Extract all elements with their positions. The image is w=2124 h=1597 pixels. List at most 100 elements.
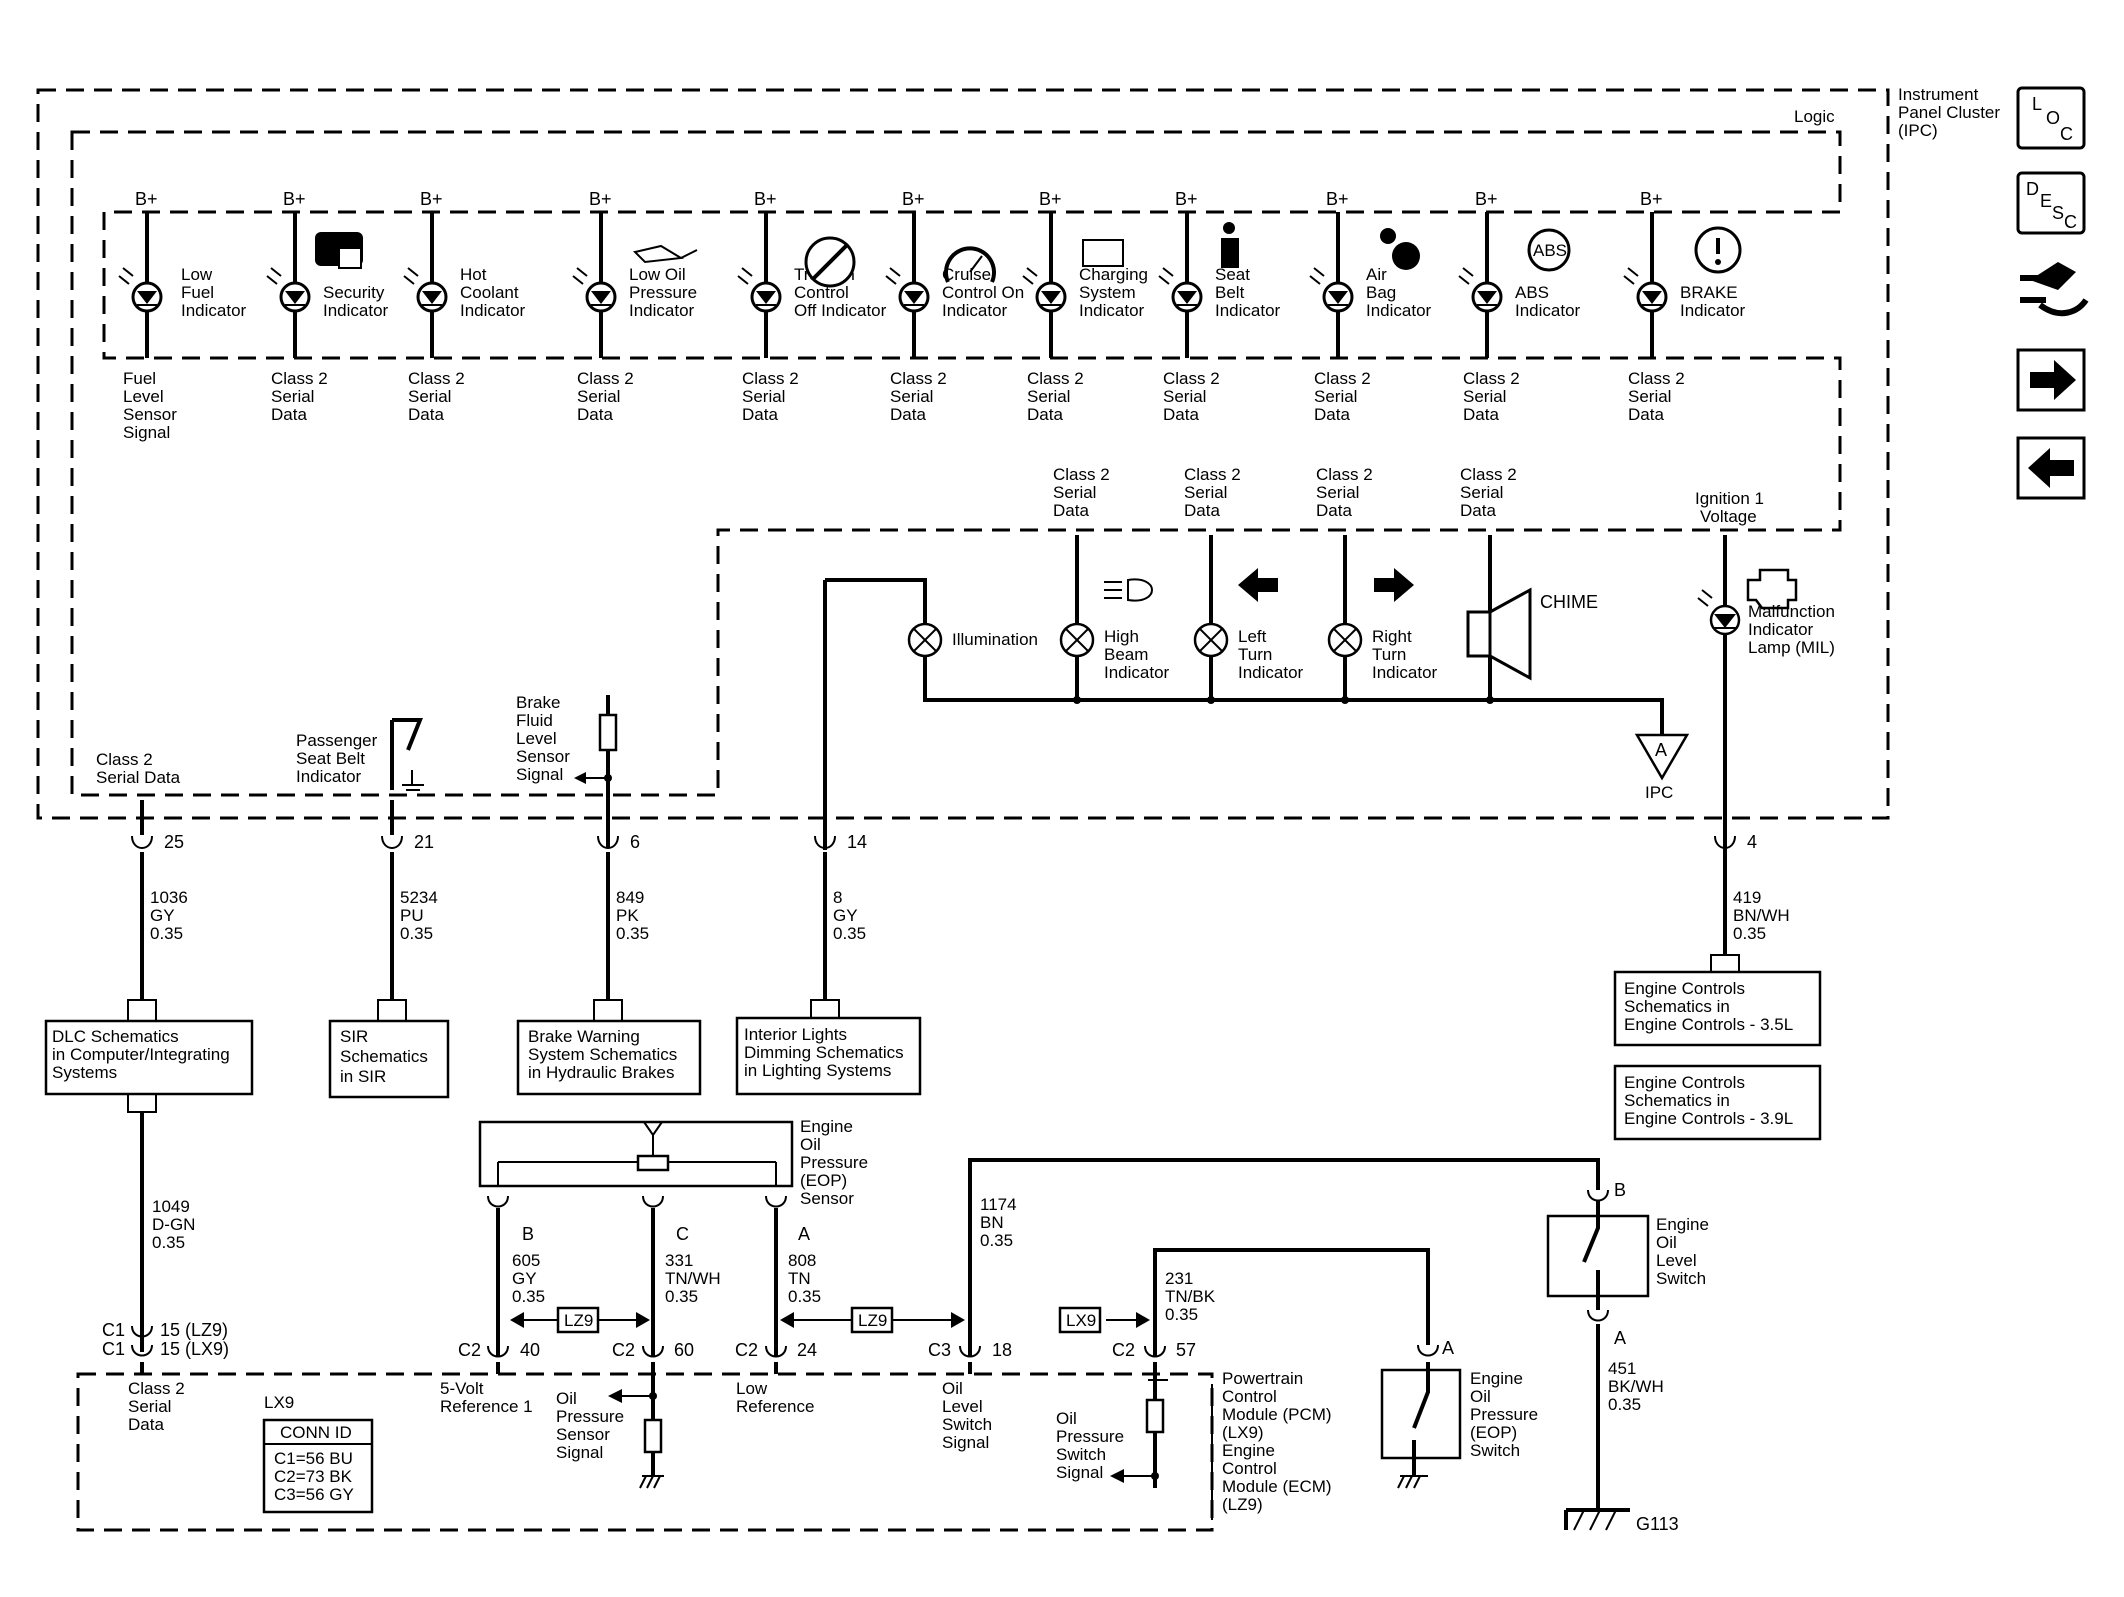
indicator-label: Indicator [181,301,247,320]
bplus-label: B+ [1326,189,1349,209]
indicator-label: Off Indicator [794,301,887,320]
desc-letter-e: E [2040,191,2052,211]
desc-letter-c: C [2064,212,2077,232]
pcm-boundary [76,1372,1214,1532]
lz9-badge-1: LZ9 [564,1311,593,1330]
interior-ref-box[interactable]: Interior Lights Dimming Schematics in Li… [735,1016,922,1096]
mil-label-2: Indicator [1748,620,1814,639]
engine-35-ref-line-1: Engine Controls [1624,979,1745,998]
level-switch-label-1: Engine [1656,1215,1709,1234]
bplus-label: B+ [1175,189,1198,209]
right-arrow-icon [2030,360,2076,400]
module-name-line: (LX9) [1222,1423,1264,1442]
level-switch-label-2: Oil [1656,1233,1677,1252]
dlc-ref-line-3: Systems [52,1063,117,1082]
module-name-line: Control [1222,1459,1277,1478]
loc-button[interactable]: L O C [2016,86,2086,150]
back-arrow-button[interactable] [2016,436,2086,500]
oil-switch-signal-4: Signal [1056,1463,1103,1482]
module-name-line: Powertrain [1222,1369,1303,1388]
forward-arrow-button[interactable] [2016,348,2086,412]
high-beam-label-2: Beam [1104,645,1148,664]
c2-label-57: C2 [1112,1340,1135,1360]
indicator-label: Indicator [942,301,1008,320]
indicator-signal: Serial [408,387,451,406]
lz9-badge-2: LZ9 [858,1311,887,1330]
indicator-label: System [1079,283,1136,302]
bplus-label: B+ [283,189,306,209]
left-turn-lamp [1193,622,1229,658]
brake-ref-line-3: in Hydraulic Brakes [528,1063,674,1082]
pin-25: 25 [164,832,184,852]
oil-sensor-signal-3: Sensor [556,1425,610,1444]
wire-1174-line-3: 0.35 [980,1231,1013,1250]
wire-808-line-2: TN [788,1269,811,1288]
indicator-signal: Class 2 [1027,369,1084,388]
lamp-class2-label-2: Serial [1316,483,1359,502]
sensor-pin-a: A [798,1224,810,1244]
module-name-line: Module (PCM) [1222,1405,1332,1424]
engine-39-ref-line-2: Schematics in [1624,1091,1730,1110]
high-beam-label-3: Indicator [1104,663,1170,682]
engine-35-ref-line-3: Engine Controls - 3.5L [1624,1015,1793,1034]
indicator-signal: Data [271,405,307,424]
eop-sensor-outline [478,1120,794,1188]
indicator-label: Hot [460,265,487,284]
high-beam-label-1: High [1104,627,1139,646]
interior-ref-line-1: Interior Lights [744,1025,847,1044]
lamp-class2-label-3: Serial [1460,483,1503,502]
bplus-label: B+ [1640,189,1663,209]
brake-fluid-label-3: Level [516,729,557,748]
lamp-class2-label-0: Data [1053,501,1089,520]
wire-451-line-1: 451 [1608,1359,1636,1378]
desc-button[interactable]: D E S C [2016,171,2086,235]
oil-level-signal-1: Oil [942,1379,963,1398]
seat-belt-icon [1221,222,1239,268]
wire-808-line-3: 0.35 [788,1287,821,1306]
wire-6-line: 0.35 [616,924,649,943]
ipc-boundary [36,88,1890,820]
abs-badge-text: ABS [1533,241,1567,260]
lamp-class2-label-2: Class 2 [1316,465,1373,484]
dlc-ref-line-2: in Computer/Integrating [52,1045,230,1064]
pin-60: 60 [674,1340,694,1360]
brake-ref-box[interactable]: Brake Warning System Schematics in Hydra… [516,1019,702,1096]
class2-serial-label-1: Class 2 [96,750,153,769]
indicator-row: B+LowFuelIndicatorFuelLevelSensorSignalB… [118,189,1746,442]
c2-label-24: C2 [735,1340,758,1360]
level-switch-label-3: Level [1656,1251,1697,1270]
engine-39-ref-box[interactable]: Engine Controls Schematics in Engine Con… [1613,1064,1822,1141]
wire-25-line: 0.35 [150,924,183,943]
dlc-ref-box[interactable]: DLC Schematics in Computer/Integrating S… [44,1019,254,1096]
high-beam-lamp [1059,622,1095,658]
battery-icon [1082,239,1124,267]
right-turn-arrow-icon [1374,568,1414,602]
indicator-signal: Data [1027,405,1063,424]
sir-ref-line-1: SIR [340,1027,368,1046]
engine-35-ref-box[interactable]: Engine Controls Schematics in Engine Con… [1613,970,1822,1047]
five-volt-2: Reference 1 [440,1397,533,1416]
wire-451-line-2: BK/WH [1608,1377,1664,1396]
indicator-signal: Class 2 [408,369,465,388]
desc-letter-s: S [2052,203,2064,223]
module-name-line: Engine [1222,1441,1275,1460]
bplus-label: B+ [902,189,925,209]
logic-boundary [70,130,1842,797]
bplus-label: B+ [589,189,612,209]
level-switch-pin-a: A [1614,1328,1626,1348]
indicator-signal: Class 2 [890,369,947,388]
lamp-class2-label-0: Class 2 [1053,465,1110,484]
connector-icon[interactable] [2020,262,2089,317]
wire-1049-line-1: 1049 [152,1197,190,1216]
ignition-label-1: Ignition 1 [1695,489,1764,508]
indicator-signal: Serial [742,387,785,406]
bplus-label: B+ [754,189,777,209]
eop-sensor-label-4: (EOP) [800,1171,847,1190]
brake-fluid-label-1: Brake [516,693,560,712]
sir-ref-box[interactable]: SIR Schematics in SIR [328,1019,450,1099]
